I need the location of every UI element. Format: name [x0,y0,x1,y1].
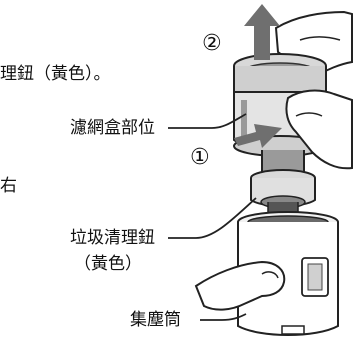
dust-cup [237,211,339,336]
leader-filter-box [168,113,247,129]
step-marker-2: ② [202,31,222,56]
clipped-top-text: 理鈕（黃色）。 [0,64,111,84]
lift-arrow-icon [244,4,280,60]
callout-trash-button: 垃圾清理鈕 [70,228,155,248]
filter-core [250,150,316,215]
push-arrow-icon [234,124,282,148]
callout-dust-cup: 集塵筒 [130,310,181,330]
callout-trash-button-color: （黃色） [74,254,142,274]
holding-hand [285,89,353,170]
clipped-mid-char: 右 [0,176,17,196]
step-marker-1: ① [190,145,210,170]
leader-dust-cup [200,313,247,321]
callout-filter-box: 濾網盒部位 [70,118,155,138]
leader-trash-button [168,197,257,239]
